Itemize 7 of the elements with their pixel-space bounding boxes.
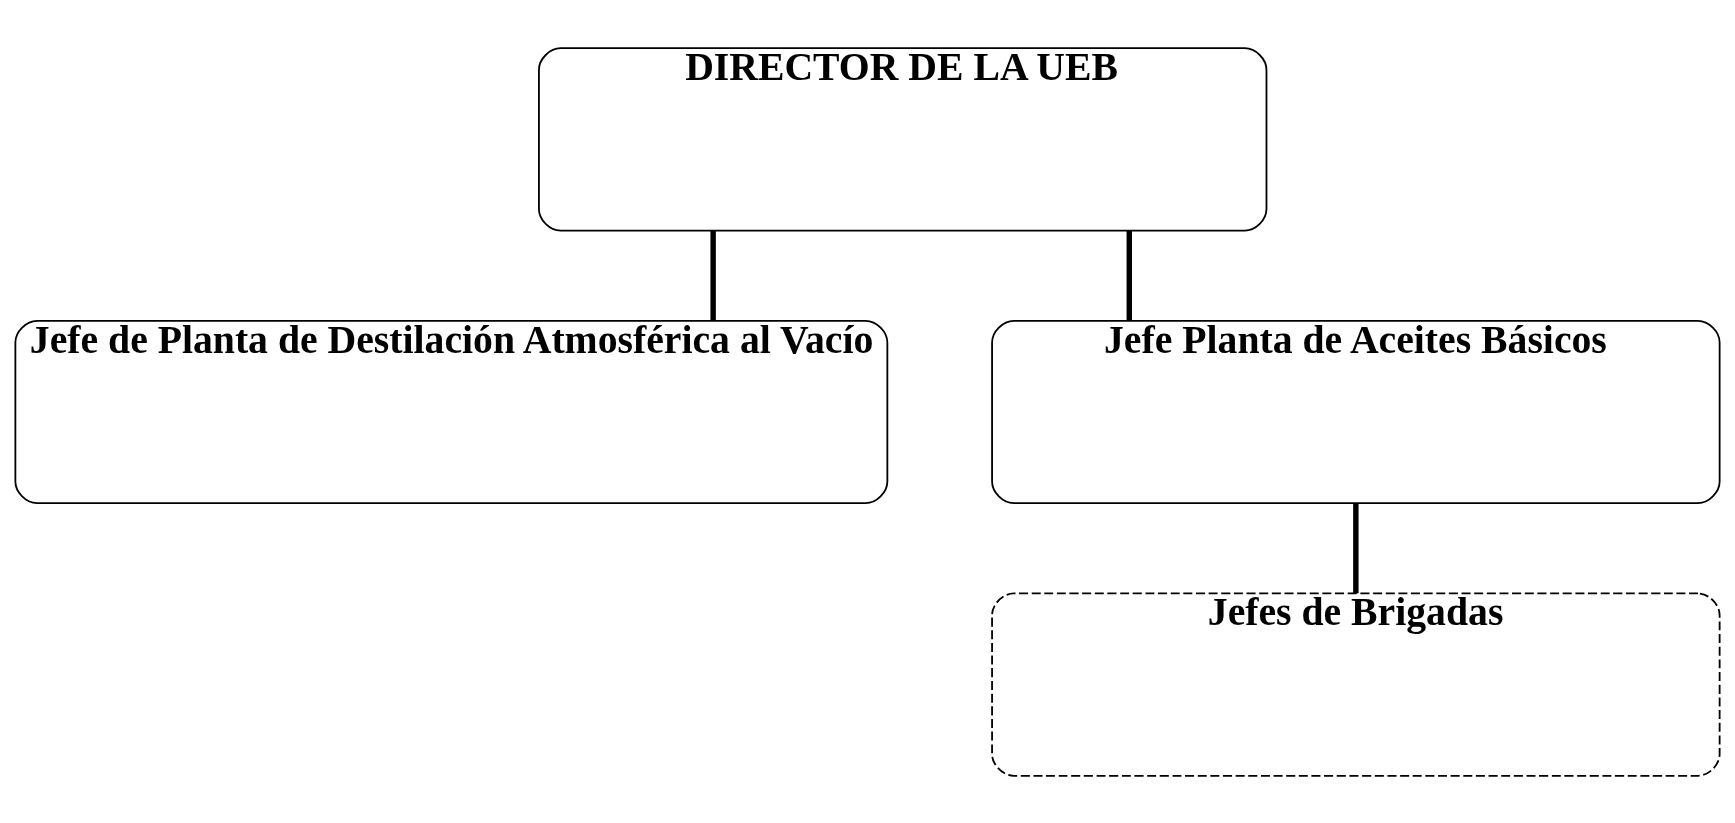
node-box: Jefe Planta de Aceites Básicos [991,319,1721,504]
node-box: Jefe de Planta de Destilación Atmosférica al Vacío [14,319,889,504]
node-box: Jefes de Brigadas [991,592,1721,777]
connector [1126,230,1132,321]
connector [1353,503,1359,593]
node-box: DIRECTOR DE LA UEB [538,46,1268,231]
connector [710,230,716,321]
